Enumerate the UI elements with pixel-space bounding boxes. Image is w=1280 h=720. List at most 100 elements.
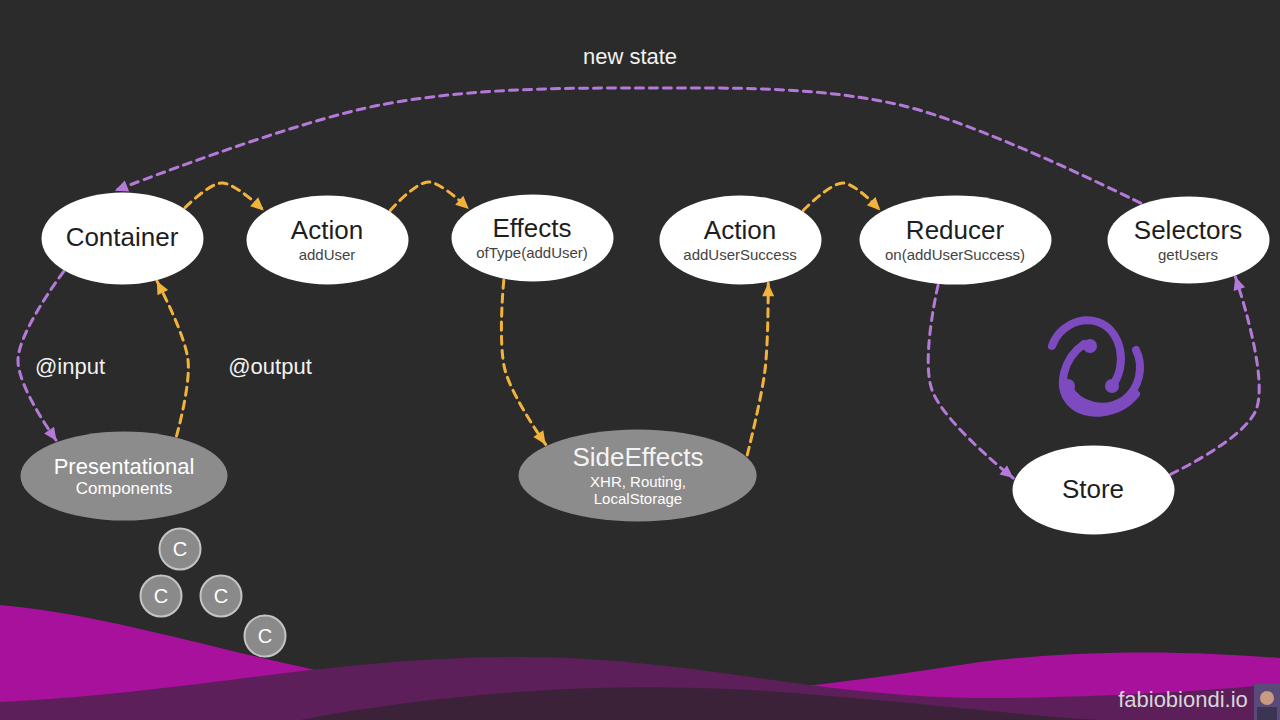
avatar — [1254, 684, 1280, 720]
node-subtitle: getUsers — [1158, 246, 1218, 263]
node-title: Store — [1062, 475, 1124, 505]
flow-arrow — [157, 281, 189, 436]
selectors-ellipse: SelectorsgetUsers — [1106, 195, 1271, 285]
node-text-group: SideEffectsXHR, Routing, LocalStorage — [517, 428, 758, 523]
node-text-group: C — [139, 574, 183, 618]
component-circle: C — [199, 574, 243, 618]
node-title: C — [214, 585, 228, 608]
node-text-group: Store — [1011, 444, 1176, 536]
node-title: C — [154, 585, 168, 608]
node-text-group: EffectsofType(addUser) — [450, 193, 615, 283]
avatar-frame — [1254, 684, 1280, 720]
node-text-group: C — [199, 574, 243, 618]
edge-label: new state — [579, 44, 681, 69]
node-subtitle: on(addUserSuccess) — [885, 246, 1025, 263]
ellipse-shape — [245, 616, 286, 657]
ellipse-shape — [41, 192, 203, 284]
dashed-line — [390, 182, 469, 210]
watermark: fabiobiondi.io — [1118, 687, 1248, 712]
node-title: Reducer — [906, 216, 1004, 246]
arrow-head — [115, 180, 129, 191]
ellipse-shape — [451, 195, 613, 282]
node-title: C — [173, 538, 187, 561]
arrow-head — [455, 196, 469, 209]
component-circle: C — [243, 614, 287, 658]
dashed-line — [501, 280, 545, 444]
edge-label: @output — [224, 354, 316, 379]
ellipse-shape — [201, 576, 242, 617]
node-text-group: PresentationalComponents — [19, 430, 229, 522]
ellipse-shape — [659, 196, 821, 285]
container-ellipse: Container — [40, 191, 205, 286]
node-title: Selectors — [1134, 216, 1242, 246]
ellipse-shape — [246, 196, 408, 285]
flow-arrow — [747, 283, 774, 455]
component-ellipse: PresentationalComponents — [19, 430, 229, 522]
flow-arrow — [115, 88, 1141, 203]
dashed-line — [115, 88, 1141, 203]
node-subtitle: addUserSuccess — [683, 246, 796, 263]
component-circle: C — [158, 527, 202, 571]
redux-logo — [1052, 320, 1140, 412]
ellipse-shape — [160, 529, 201, 570]
node-title: Action — [704, 216, 776, 246]
flow-arrow — [928, 285, 1013, 478]
node-text-group: ActionaddUser — [245, 194, 410, 286]
component-circle: C — [139, 574, 183, 618]
store-ellipse: Store — [1011, 444, 1176, 536]
wave-back — [300, 687, 1100, 720]
flow-arrow — [390, 182, 469, 210]
logo-swirl — [1052, 320, 1121, 386]
logo-dot — [1083, 339, 1097, 353]
side-effects-ellipse: SideEffectsXHR, Routing, LocalStorage — [517, 428, 758, 523]
ellipse-shape — [519, 429, 757, 521]
node-title: C — [258, 625, 272, 648]
arrow-head — [762, 283, 774, 296]
flow-arrow — [803, 183, 880, 210]
avatar-face — [1260, 691, 1274, 705]
node-subtitle: XHR, Routing, LocalStorage — [563, 473, 713, 508]
logo-swirl — [1068, 350, 1140, 407]
node-text-group: SelectorsgetUsers — [1106, 195, 1271, 285]
node-title: SideEffects — [572, 443, 703, 473]
dashed-line — [803, 183, 880, 210]
action-ellipse: ActionaddUserSuccess — [658, 194, 823, 286]
arrow-head — [157, 281, 168, 295]
ellipse-shape — [141, 576, 182, 617]
logo-dot — [1105, 379, 1119, 393]
arrow-head — [250, 197, 264, 210]
wave-middle — [0, 657, 1280, 720]
avatar-body — [1257, 707, 1277, 720]
node-title: Action — [291, 216, 363, 246]
flow-arrow — [185, 183, 264, 210]
arrow-head — [867, 197, 880, 210]
ellipse-shape — [1107, 197, 1269, 284]
dashed-line — [1171, 277, 1260, 474]
edge-label: @input — [31, 354, 109, 379]
dashed-line — [747, 283, 768, 455]
node-title: Container — [66, 223, 179, 253]
dashed-line — [928, 285, 1013, 478]
node-text-group: ActionaddUserSuccess — [658, 194, 823, 286]
node-subtitle: Components — [76, 479, 172, 499]
ellipse-shape — [21, 432, 228, 521]
logo-dot — [1061, 379, 1075, 393]
node-text-group: Reduceron(addUserSuccess) — [858, 194, 1053, 286]
node-subtitle: addUser — [299, 246, 356, 263]
arrow-head — [44, 427, 56, 441]
arrow-head — [1234, 277, 1245, 291]
node-subtitle: ofType(addUser) — [476, 244, 588, 261]
node-text-group: C — [158, 527, 202, 571]
arrow-head — [533, 430, 545, 444]
wave-front — [0, 605, 1280, 720]
effects-ellipse: EffectsofType(addUser) — [450, 193, 615, 283]
flow-arrow — [1171, 277, 1260, 474]
node-title: Effects — [492, 214, 571, 244]
reducer-ellipse: Reduceron(addUserSuccess) — [858, 194, 1053, 286]
flow-arrow — [501, 280, 545, 444]
dashed-line — [157, 281, 189, 436]
arrow-head — [999, 465, 1013, 478]
